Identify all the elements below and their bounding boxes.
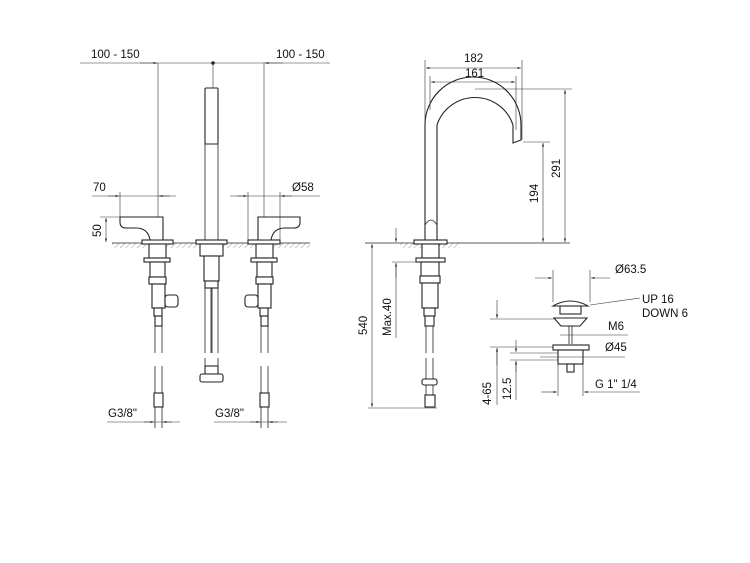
thread-label: G 1" 1/4	[595, 379, 637, 391]
connection-right-label: G3/8"	[215, 408, 244, 420]
overall-height-label: 291	[551, 159, 563, 178]
right-handle	[257, 216, 301, 241]
spout-hose	[199, 243, 224, 383]
rod-thread-label: M6	[608, 321, 624, 333]
basin-thickness-label: 4-65	[482, 382, 494, 405]
base-diameter-label: Ø58	[292, 182, 314, 194]
connection-left-label: G3/8"	[108, 408, 137, 420]
handle-length-label: 70	[93, 182, 106, 194]
travel-down-label: DOWN 6	[642, 308, 688, 320]
spout-height-label: 194	[529, 183, 541, 203]
hose-length-label: 540	[358, 316, 370, 335]
front-view: 100 - 150 100 - 150 70 50 Ø58	[80, 49, 330, 428]
side-view: 182 161 291 194 540 Max.40	[358, 53, 572, 409]
hand-shower	[204, 87, 219, 145]
spout-projection-label: 161	[465, 68, 484, 80]
spacing-left-label: 100 - 150	[91, 49, 140, 61]
right-angle-valve	[244, 243, 278, 428]
cap-diameter-label: Ø63.5	[615, 264, 646, 276]
handle-height-label: 50	[92, 224, 104, 237]
waste-cap	[550, 300, 591, 307]
spout-profile	[424, 76, 522, 241]
overall-projection-label: 182	[464, 53, 483, 65]
pop-up-waste-detail: Ø63.5 UP 16 DOWN 6 M6 Ø45 4-65 12.5 G 1"…	[482, 264, 688, 405]
travel-up-label: UP 16	[642, 294, 674, 306]
flange-diameter-label: Ø45	[605, 342, 627, 354]
spacing-right-label: 100 - 150	[276, 49, 325, 61]
deck-thickness-label: Max.40	[382, 298, 394, 336]
left-handle	[119, 216, 164, 241]
flange-height-label: 12.5	[502, 378, 514, 400]
left-angle-valve	[143, 243, 179, 428]
